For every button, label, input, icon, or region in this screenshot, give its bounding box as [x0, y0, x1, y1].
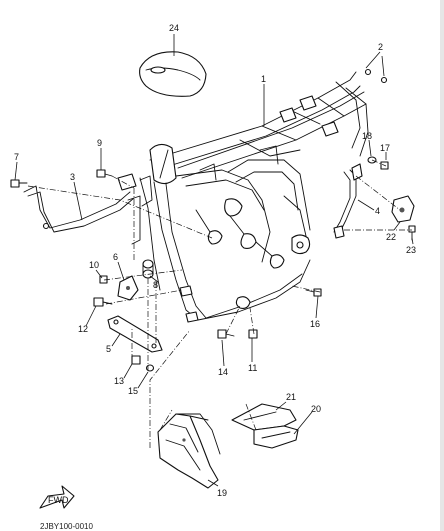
callout-19: 19 — [217, 488, 227, 498]
plate-5-part — [107, 315, 163, 353]
callout-7: 7 — [14, 152, 19, 162]
callout-10: 10 — [89, 260, 99, 270]
bracket-6-part — [117, 275, 139, 301]
callout-21: 21 — [286, 392, 296, 402]
callout-8: 8 — [153, 280, 158, 290]
callout-15: 13 — [114, 376, 124, 386]
callout-2: 2 — [378, 42, 383, 52]
callout-3: 3 — [70, 172, 75, 182]
callout-20: 20 — [311, 404, 321, 414]
callout-14: 14 — [218, 367, 228, 377]
callout-11: 11 — [248, 363, 257, 373]
callout-6: 6 — [113, 252, 118, 262]
callout-numbers: 24 2 1 18 17 9 7 3 4 22 23 10 6 8 12 5 1… — [14, 23, 416, 498]
callout-22: 22 — [386, 232, 396, 242]
rear-bracket-part — [333, 163, 363, 239]
cover-20-part — [253, 425, 299, 449]
document-code: 2JBY100-0010 — [40, 522, 93, 531]
callout-1: 1 — [261, 74, 266, 84]
under-guard-19-part — [157, 413, 221, 489]
leader-lines — [14, 34, 414, 487]
front-direction-arrow: FWD — [39, 485, 75, 509]
nut-15-part — [131, 355, 141, 365]
callout-16: 15 — [128, 386, 138, 396]
assembly-lines — [27, 159, 412, 448]
callout-5: 5 — [106, 344, 111, 354]
callout-17: 17 — [380, 143, 390, 153]
bolt-7-part — [10, 179, 28, 188]
callout-18: 18 — [362, 131, 372, 141]
front-stay-part — [23, 173, 137, 233]
callout-24: 24 — [169, 23, 179, 33]
callout-13: 16 — [310, 319, 320, 329]
nut-11-part — [248, 329, 258, 339]
bolt-13-part — [305, 288, 322, 297]
bracket-22-part — [391, 195, 415, 223]
main-frame-part — [127, 71, 369, 323]
bolt-9-part — [96, 169, 113, 178]
callout-23: 23 — [406, 245, 416, 255]
seat-pad-part — [139, 51, 207, 97]
washer-16-part — [145, 364, 155, 372]
bolt-12-part — [93, 297, 113, 307]
callout-12: 12 — [78, 324, 88, 334]
window-edge — [440, 0, 444, 531]
callout-9: 9 — [97, 138, 102, 148]
fwd-label: FWD — [48, 495, 69, 505]
nut-2-part — [364, 68, 388, 84]
cover-21-part — [231, 403, 297, 431]
callout-4: 4 — [375, 206, 380, 216]
bolt-23-part — [408, 225, 416, 241]
collar-8-part — [142, 259, 154, 279]
